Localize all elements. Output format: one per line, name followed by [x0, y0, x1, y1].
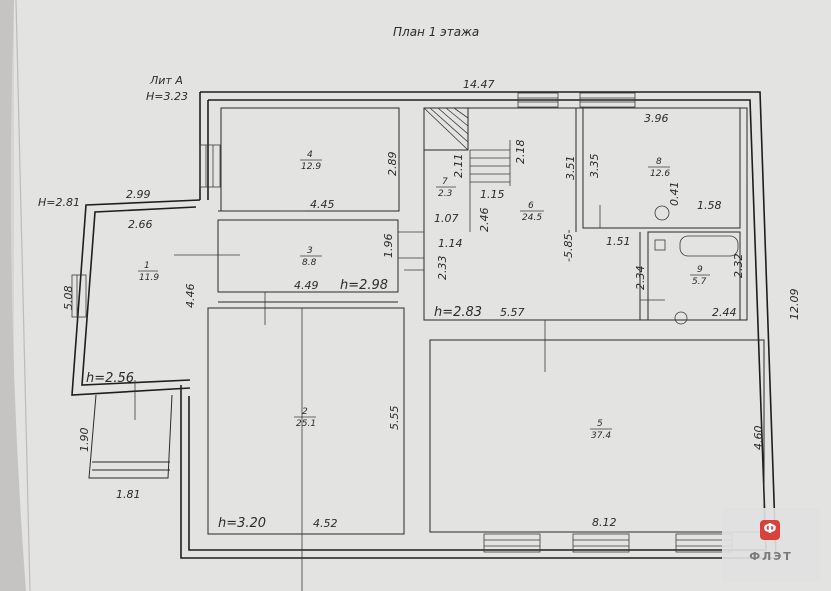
dim-2-18: 2.18	[514, 140, 527, 165]
dim-2-32: 2.32	[732, 254, 745, 279]
logo-mark-icon: Ф	[760, 520, 780, 540]
room-9-area: 5.7	[692, 277, 707, 287]
dim-2-46: 2.46	[478, 208, 491, 233]
paper-sheet	[14, 0, 831, 591]
room-2-area: 25.1	[296, 419, 316, 429]
dim-3-51: 3.51	[564, 156, 577, 181]
dim-2-34: 2.34	[634, 266, 647, 291]
dim-2-89: 2.89	[386, 152, 399, 177]
dim-2-66: 2.66	[128, 218, 153, 231]
room-7-number: 7	[442, 177, 448, 187]
paper-left-curl	[0, 0, 26, 591]
dim-1-07: 1.07	[434, 212, 459, 225]
dim-2-33: 2.33	[436, 256, 449, 281]
dim-1-81: 1.81	[116, 488, 141, 501]
h-left-label: H=2.81	[38, 196, 80, 209]
logo-text: ФЛЭТ	[749, 550, 793, 563]
interior-walls	[207, 107, 765, 535]
dim-5-55: 5.55	[388, 406, 401, 431]
room-1-number: 1	[144, 261, 150, 271]
h-3-20: h=3.20	[218, 516, 266, 531]
lit-label: Лит А	[149, 74, 183, 87]
dim-5-08: 5.08	[62, 286, 75, 311]
room-2-number: 2	[302, 407, 308, 417]
dim-4-60: 4.60	[752, 426, 765, 451]
dim-4-45: 4.45	[310, 198, 335, 211]
total-height-dim: 12.09	[788, 289, 801, 321]
room-1-area: 11.9	[139, 273, 159, 283]
room-8-number: 8	[656, 157, 662, 167]
dim-1-15: 1.15	[480, 188, 505, 201]
dim-2-11: 2.11	[452, 154, 465, 179]
h-2-83: h=2.83	[434, 305, 482, 320]
room-7-area: 2.3	[438, 189, 453, 199]
windows	[71, 92, 733, 553]
dim-1-96: 1.96	[382, 234, 395, 259]
room-5-number: 5	[597, 419, 603, 429]
dim-1-58: 1.58	[697, 199, 722, 212]
dim-3-96: 3.96	[644, 112, 669, 125]
watermark-logo: Ф ФЛЭТ	[722, 508, 820, 582]
plan-title: План 1 этажа	[393, 25, 479, 39]
dim-1-90: 1.90	[78, 428, 91, 453]
room-6-area: 24.5	[522, 213, 542, 223]
dim-5-57: 5.57	[500, 306, 525, 319]
dim-2-44: 2.44	[712, 306, 737, 319]
room-9-number: 9	[697, 265, 703, 275]
h-main-label: H=3.23	[146, 90, 188, 103]
dim-5-85: -5.85-	[562, 230, 575, 262]
room-3-area: 8.8	[302, 258, 317, 268]
room-4-number: 4	[307, 150, 313, 160]
dim-4-52: 4.52	[313, 517, 338, 530]
dim-3-35: 3.35	[588, 154, 601, 179]
h-2-56: h=2.56	[86, 371, 134, 386]
dim-4-46: 4.46	[184, 284, 197, 309]
room-8-area: 12.6	[650, 169, 670, 179]
room-6-number: 6	[528, 201, 534, 211]
room-4-area: 12.9	[301, 162, 321, 172]
paper-fold-line	[15, 0, 31, 591]
h-2-98: h=2.98	[340, 278, 388, 293]
dim-0-41: 0.41	[668, 182, 681, 207]
porch	[88, 380, 173, 479]
dim-8-12: 8.12	[592, 516, 617, 529]
dimension-lines	[174, 205, 665, 591]
total-width-dim: 14.47	[463, 78, 495, 91]
dim-2-99: 2.99	[126, 188, 151, 201]
room-3-number: 3	[307, 246, 313, 256]
dim-1-51: 1.51	[606, 235, 631, 248]
dim-1-14: 1.14	[438, 237, 463, 250]
room-5-area: 37.4	[591, 431, 611, 441]
dim-4-49: 4.49	[294, 279, 319, 292]
